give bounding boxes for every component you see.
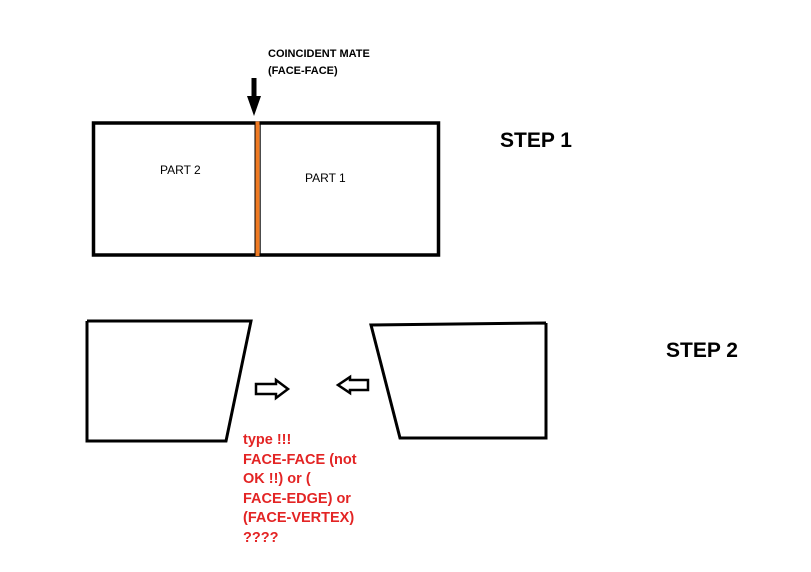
note-line: type !!! [243,432,292,448]
down-arrow-icon [247,78,261,116]
note-line: (FACE-VERTEX) [243,510,355,526]
part-2-label: PART 2 [160,163,201,177]
note-line: FACE-FACE (not [243,451,357,468]
right-part-profile [369,321,548,440]
arrow-left-icon [335,374,370,396]
note-line: FACE-EDGE) or [243,490,351,507]
left-part-profile [85,319,253,443]
annotation-line: (FACE-FACE) [268,65,338,77]
note-line: ???? [243,529,279,546]
step1-assembly-outline [91,121,441,257]
annotation-line: COINCIDENT MATE [268,48,370,60]
part-1-label: PART 1 [305,171,346,185]
arrow-right-icon [254,377,291,401]
mate-type-question-note: type !!! FACE-FACE (not OK !!) or ( FACE… [243,431,357,548]
step-2-label: STEP 2 [666,339,738,362]
note-line: OK !!) or ( [243,471,311,487]
step-1-label: STEP 1 [500,129,572,152]
coincident-mate-annotation: COINCIDENT MATE (FACE-FACE) [268,46,370,80]
